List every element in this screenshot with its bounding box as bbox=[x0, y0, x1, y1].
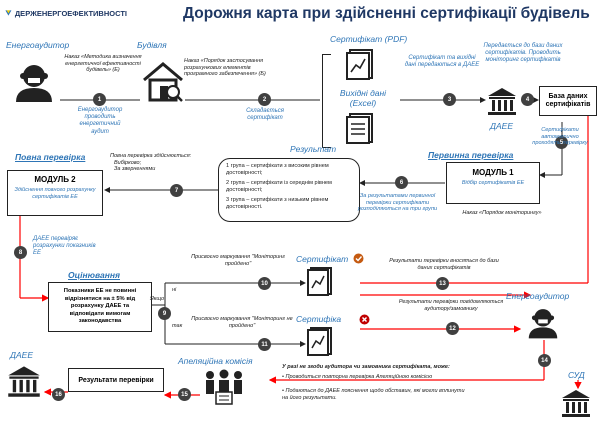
compose-certificate-caption: Складається сертифікат bbox=[246, 108, 284, 122]
result-box: 1 група – сертифікати з високим рівнем д… bbox=[218, 158, 360, 222]
certificate-bad-label: Сертифіка bbox=[296, 314, 342, 324]
yes-label: так bbox=[172, 323, 183, 329]
group-1: 1 група – сертифікати з високим рівнем д… bbox=[226, 163, 329, 176]
step-6: 6 bbox=[395, 176, 408, 189]
assigned-mark-ok: Присвоєно маркування "Моніторинг пройден… bbox=[191, 254, 285, 267]
step-10: 10 bbox=[258, 277, 271, 290]
order-methodology-text: Наказ «Методика визначення енергетичної … bbox=[64, 54, 142, 74]
option-1: • Проводиться повторна перевірка Апеляці… bbox=[282, 374, 433, 380]
full-check-text: Повна перевірка здійснюється: Вибірково;… bbox=[110, 153, 225, 173]
module-1-box: МОДУЛЬ 1 Відбір сертифікатів ЕЕ bbox=[446, 162, 540, 204]
db-certificates-title: База даних сертифікатів bbox=[545, 92, 591, 108]
certificate-pdf-label: Сертифікат (PDF) bbox=[330, 34, 408, 44]
institution-icon bbox=[488, 88, 516, 115]
initial-results-caption: За результатами первинної перевірки серт… bbox=[357, 193, 438, 213]
auditor-caption: Енергоаудитор проводить енергетичний ауд… bbox=[77, 107, 123, 135]
energy-auditor-icon bbox=[16, 65, 52, 102]
full-check-done: Повна перевірка здійснюється: bbox=[110, 153, 192, 159]
commission-people-icon bbox=[206, 369, 242, 405]
check-results-text: Результати перевірки bbox=[78, 376, 154, 384]
step-13: 13 bbox=[436, 277, 449, 290]
step-9: 9 bbox=[158, 307, 171, 320]
step-14: 14 bbox=[538, 354, 551, 367]
group-3: 3 група – сертифікати з низьким рівнем д… bbox=[226, 196, 329, 210]
court-icon bbox=[562, 390, 590, 417]
initial-check-label: Первинна перевірка bbox=[428, 150, 514, 160]
energy-auditor-label: Енергоаудитор bbox=[6, 40, 70, 50]
appeal-commission-label: Апеляційна комісія bbox=[178, 356, 253, 366]
energy-auditor-right-icon bbox=[528, 309, 558, 339]
certs-auto-check-caption: Сертифікати автоматично проходять переві… bbox=[532, 127, 588, 147]
if-label: Якщо bbox=[150, 296, 165, 302]
module-2-sub: Здійснення повного розрахунку сертифікат… bbox=[14, 187, 96, 200]
step-7: 7 bbox=[170, 184, 183, 197]
daee-top-label: ДАЕЕ bbox=[490, 121, 513, 131]
assigned-mark-bad: Присвоєно маркування "Моніторинг не прой… bbox=[191, 316, 293, 329]
full-check-label: Повна перевірка bbox=[15, 152, 86, 162]
module-2-title: МОДУЛЬ 2 bbox=[34, 175, 76, 184]
cross-badge-icon bbox=[359, 314, 370, 325]
option-1-text: Проводиться повторна перевірка Апеляційн… bbox=[285, 374, 433, 380]
step-2: 2 bbox=[258, 93, 271, 106]
module-2-box: МОДУЛЬ 2 Здійснення повного розрахунку с… bbox=[7, 170, 103, 216]
result-label: Результат bbox=[290, 144, 337, 154]
no-label: ні bbox=[172, 287, 177, 293]
logo-text: ДЕРЖЕНЕРГОЕФЕКТИВНОСТІ bbox=[14, 8, 127, 18]
cert-source-sent-caption: Сертифікат та вихідні дані передаються в… bbox=[404, 55, 480, 69]
step-3: 3 bbox=[443, 93, 456, 106]
module-1-title: МОДУЛЬ 1 bbox=[472, 168, 514, 177]
option-2: • Подаються до ДАЕЕ пояснення щодо обста… bbox=[282, 388, 465, 401]
document-list-icon bbox=[346, 113, 373, 144]
document-chart-icon bbox=[346, 49, 373, 80]
full-check-item-1: Вибірково; bbox=[114, 159, 142, 166]
disagree-text: У разі не згоди аудитора чи замовника се… bbox=[282, 364, 450, 370]
step-5: 5 bbox=[555, 136, 568, 149]
assessment-label: Оцінювання bbox=[68, 270, 120, 280]
db-certificates-box: База даних сертифікатів bbox=[539, 86, 597, 116]
institution-bottom-icon bbox=[8, 366, 40, 397]
sent-to-db-caption: Передається до бази даних сертифікатів. … bbox=[483, 43, 563, 64]
assessment-box: Показники ЕЕ не повинні відрізнятися на … bbox=[48, 282, 152, 332]
certificate-ok-label: Сертифікат bbox=[296, 254, 349, 264]
certificate-bad-doc-icon bbox=[307, 327, 332, 356]
module-1-sub: Відбір сертифікатів ЕЕ bbox=[461, 180, 525, 186]
energy-auditor-right-label: Енергоаудитор bbox=[506, 291, 570, 301]
full-check-item-2: За зверненнями bbox=[114, 166, 156, 173]
daee-checks-caption: ДАЕЕ перевіряє розрахунки показників ЕЕ bbox=[33, 236, 96, 257]
daee-bottom-label: ДАЕЕ bbox=[10, 350, 33, 360]
step-15: 15 bbox=[178, 388, 191, 401]
step-1: 1 bbox=[93, 93, 106, 106]
bracket bbox=[322, 54, 331, 148]
building-label: Будівля bbox=[137, 40, 167, 50]
logo: ДЕРЖЕНЕРГОЕФЕКТИВНОСТІ bbox=[5, 5, 127, 21]
results-notify-text: Результати перевірки повідомляються ауди… bbox=[398, 299, 504, 312]
results-db-text: Результати перевірки вносяться до бази д… bbox=[389, 258, 499, 271]
order-procedure-text: Наказ «Порядок застосування розрахункови… bbox=[184, 58, 266, 78]
assessment-text: Показники ЕЕ не повинні відрізнятися на … bbox=[63, 288, 137, 325]
check-badge-icon bbox=[353, 253, 364, 264]
step-16: 16 bbox=[52, 388, 65, 401]
step-11: 11 bbox=[258, 338, 271, 351]
certificate-ok-doc-icon bbox=[307, 267, 332, 296]
step-8: 8 bbox=[14, 246, 27, 259]
step-4: 4 bbox=[521, 93, 534, 106]
source-data-excel-label: Вихідні дані (Excel) bbox=[339, 88, 387, 108]
order-monitoring-text: Наказ «Порядок моніторингу» bbox=[462, 210, 542, 216]
sud-label: СУД bbox=[568, 370, 585, 380]
page-title: Дорожня карта при здійсненні сертифікаці… bbox=[183, 5, 590, 22]
ukraine-flag-icon bbox=[5, 10, 12, 16]
building-icon bbox=[143, 62, 183, 102]
check-results-box: Результати перевірки bbox=[68, 368, 164, 392]
option-2-text: Подаються до ДАЕЕ пояснення щодо обстави… bbox=[282, 388, 465, 401]
step-12: 12 bbox=[446, 322, 459, 335]
group-2: 2 група – сертифікати із середнім рівнем… bbox=[226, 179, 332, 193]
